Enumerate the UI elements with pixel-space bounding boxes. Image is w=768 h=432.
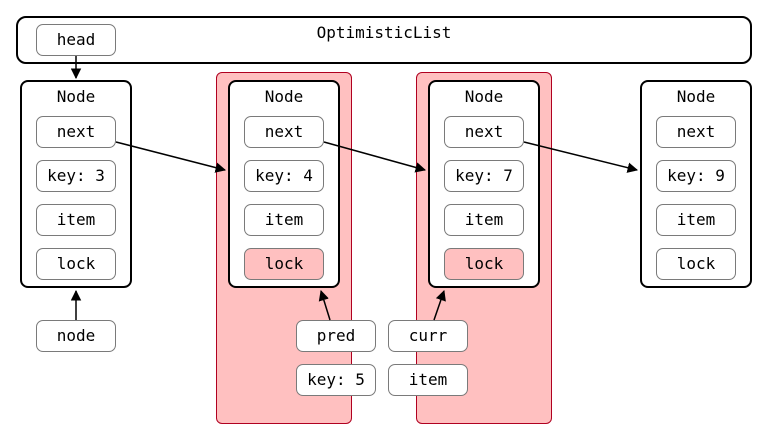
item-field: item — [444, 204, 524, 236]
next-field: next — [36, 116, 116, 148]
item-variable: item — [388, 364, 468, 396]
node-variable: node — [36, 320, 116, 352]
optimistic-list-box — [16, 16, 752, 64]
item-field: item — [244, 204, 324, 236]
next-arrow-7-to-9 — [523, 141, 639, 173]
next-field: next — [244, 116, 324, 148]
key-field: key: 9 — [656, 160, 736, 192]
next-field: next — [656, 116, 736, 148]
item-field: item — [656, 204, 736, 236]
key-variable: key: 5 — [296, 364, 376, 396]
next-arrow-4-to-7 — [323, 141, 427, 173]
node-title: Node — [56, 87, 96, 106]
head-field: head — [36, 24, 116, 56]
item-field: item — [36, 204, 116, 236]
pred-variable: pred — [296, 320, 376, 352]
node-title: Node — [464, 87, 504, 106]
lock-field-locked: lock — [444, 248, 524, 280]
lock-field: lock — [36, 248, 116, 280]
curr-variable: curr — [388, 320, 468, 352]
key-field: key: 4 — [244, 160, 324, 192]
lock-field: lock — [656, 248, 736, 280]
lock-field-locked: lock — [244, 248, 324, 280]
next-arrow-3-to-4 — [115, 141, 227, 173]
key-field: key: 3 — [36, 160, 116, 192]
next-field: next — [444, 116, 524, 148]
pred-var-arrow — [318, 289, 331, 321]
curr-var-arrow — [433, 290, 446, 321]
node-title: Node — [676, 87, 716, 106]
node-title: Node — [264, 87, 304, 106]
key-field: key: 7 — [444, 160, 524, 192]
optimistic-list-title: OptimisticList — [316, 23, 452, 42]
